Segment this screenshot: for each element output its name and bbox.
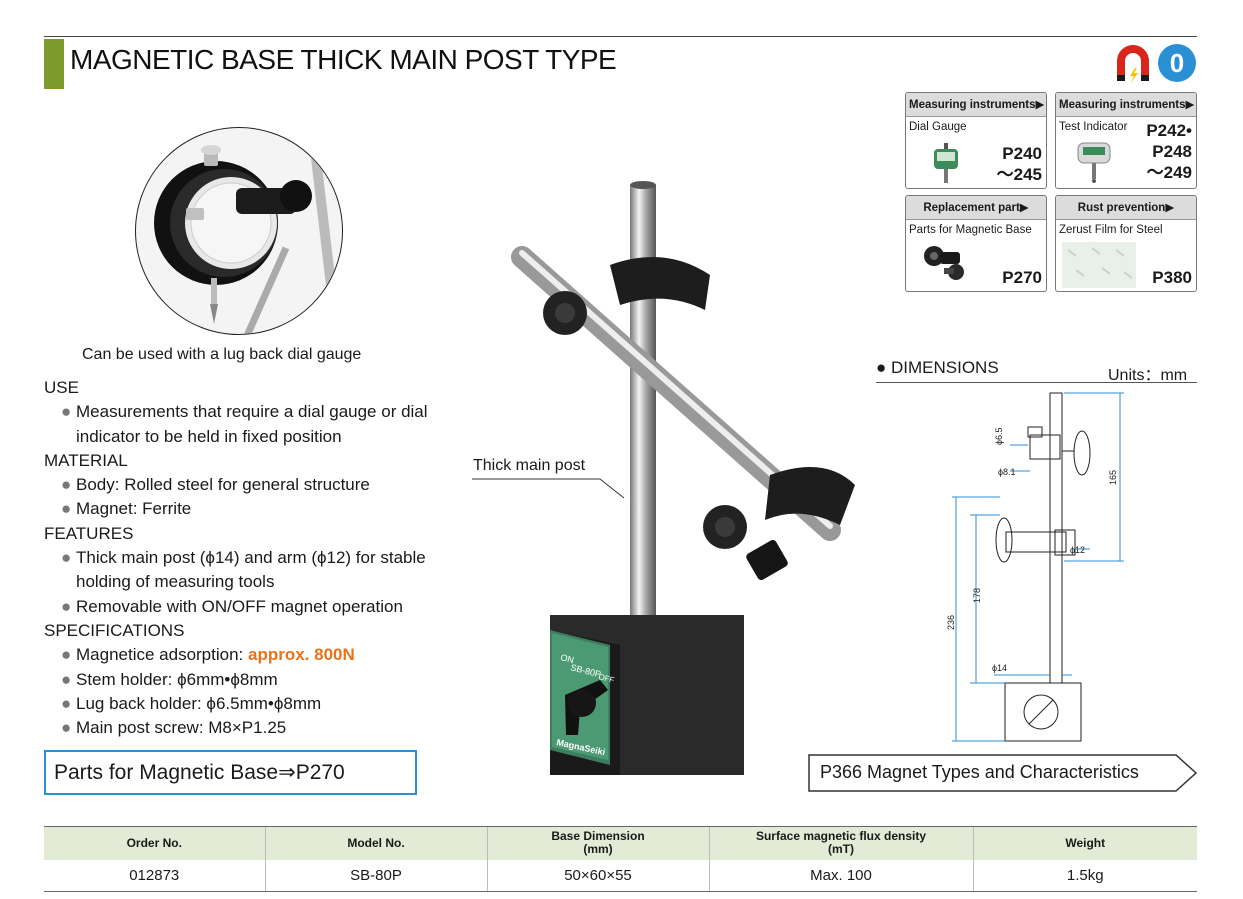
- parts-link-button[interactable]: Parts for Magnetic Base⇒P270: [44, 750, 417, 795]
- svg-text:ON: ON: [560, 652, 576, 665]
- svg-text:ϕ6.5: ϕ6.5: [994, 427, 1004, 445]
- ref-sub: Test Indicator: [1059, 121, 1128, 133]
- photo-caption: Can be used with a lug back dial gauge: [82, 346, 362, 363]
- lug-back-detail-photo: [135, 127, 343, 335]
- lug-holder-icon: [924, 246, 964, 280]
- svg-text:178: 178: [972, 588, 982, 603]
- list-item: ●Lug back holder: ϕ6.5mm•ϕ8mm: [61, 693, 322, 713]
- magnet-types-link-button[interactable]: [808, 754, 1198, 792]
- ref-head: Measuring instruments▶: [1056, 93, 1196, 117]
- cell-weight: 1.5kg: [972, 859, 1197, 892]
- ref-head: Measuring instruments▶: [906, 93, 1046, 117]
- spec-list: USE ●Measurements that require a dial ga…: [44, 376, 464, 740]
- magnet-icon: [1117, 45, 1149, 83]
- col-order-no: Order No.: [44, 826, 265, 860]
- heading-features: FEATURES: [44, 523, 134, 543]
- product-illustration: ON SB-80P OFF MagnaSeiki: [511, 181, 855, 775]
- col-weight: Weight: [972, 826, 1197, 860]
- svg-text:ϕ14: ϕ14: [992, 663, 1007, 673]
- ref-replacement-part[interactable]: Replacement part▶ Parts for Magnetic Bas…: [905, 195, 1047, 292]
- spec-table: Order No. Model No. Base Dimension(mm) S…: [44, 826, 1197, 892]
- svg-text:ϕ8.1: ϕ8.1: [998, 467, 1016, 477]
- svg-text:236: 236: [946, 615, 956, 630]
- ref-sub: Dial Gauge: [909, 121, 967, 133]
- svg-text:ϕ12: ϕ12: [1070, 545, 1085, 555]
- ref-rust-prevention[interactable]: Rust prevention▶ Zerust Film for Steel P…: [1055, 195, 1197, 292]
- page-title: MAGNETIC BASE THICK MAIN POST TYPE: [70, 44, 617, 75]
- dimensions-units: Units：mm: [1108, 367, 1188, 384]
- heading-specifications: SPECIFICATIONS: [44, 620, 185, 640]
- ref-head: Replacement part▶: [906, 196, 1046, 220]
- dimensions-drawing: ϕ6.5 ϕ8.1 165 ϕ12 178 236 ϕ14: [946, 392, 1124, 742]
- dial-gauge-icon: [934, 143, 958, 183]
- table-header-row: Order No. Model No. Base Dimension(mm) S…: [44, 826, 1197, 860]
- ref-page: P240～245: [996, 144, 1042, 184]
- cell-model-no: SB-80P: [264, 859, 487, 892]
- svg-text:0: 0: [1170, 48, 1184, 78]
- ref-sub: Parts for Magnetic Base: [909, 224, 1032, 236]
- col-base-dimension: Base Dimension(mm): [486, 826, 709, 860]
- post-label: Thick main post: [473, 457, 586, 474]
- list-item: ●Measurements that require a dial gauge …: [61, 402, 428, 446]
- zerust-film-icon: [1062, 242, 1136, 288]
- dimensions-rule: [876, 382, 1197, 383]
- list-item: ●Magnetice adsorption: approx. 800N: [61, 645, 355, 665]
- ref-page: P270: [1002, 268, 1042, 287]
- title-accent-bar: [44, 39, 64, 89]
- cell-order-no: 012873: [44, 859, 265, 892]
- header-icons: 0: [1117, 44, 1196, 83]
- list-item: ●Removable with ON/OFF magnet operation: [61, 596, 403, 616]
- list-item: ●Main post screw: M8×P1.25: [61, 718, 287, 738]
- table-row: 012873 SB-80P 50×60×55 Max. 100 1.5kg: [44, 859, 1197, 892]
- list-item: ●Magnet: Ferrite: [61, 499, 192, 519]
- zero-badge-icon: 0: [1158, 44, 1196, 82]
- svg-text:165: 165: [1108, 470, 1118, 485]
- ref-head: Rust prevention▶: [1056, 196, 1196, 220]
- ref-sub: Zerust Film for Steel: [1059, 224, 1163, 236]
- list-item: ●Stem holder: ϕ6mm•ϕ8mm: [61, 669, 278, 689]
- test-indicator-icon: [1077, 142, 1111, 183]
- magnet-types-link-label[interactable]: P366 Magnet Types and Characteristics: [820, 762, 1139, 782]
- ref-dial-gauge[interactable]: Measuring instruments▶ Dial Gauge P240～2…: [905, 92, 1047, 189]
- post-label-leader: [472, 478, 625, 499]
- col-flux-density: Surface magnetic flux density(mT): [708, 826, 973, 860]
- heading-material: MATERIAL: [44, 450, 128, 470]
- col-model-no: Model No.: [264, 826, 487, 860]
- list-item: ●Thick main post (ϕ14) and arm (ϕ12) for…: [61, 548, 426, 592]
- ref-page: P380: [1152, 268, 1192, 287]
- svg-text:OFF: OFF: [598, 672, 616, 685]
- cell-flux-density: Max. 100: [708, 859, 973, 892]
- dimensions-heading: ● DIMENSIONS: [876, 358, 999, 377]
- title-bar: MAGNETIC BASE THICK MAIN POST TYPE 0: [44, 36, 1197, 89]
- cell-base-dimension: 50×60×55: [486, 859, 709, 892]
- list-item: ●Body: Rolled steel for general structur…: [61, 475, 370, 495]
- ref-page: P242•P248～249: [1146, 121, 1192, 182]
- heading-use: USE: [44, 378, 79, 397]
- ref-test-indicator[interactable]: Measuring instruments▶ Test Indicator P2…: [1055, 92, 1197, 189]
- main-post: [630, 185, 656, 635]
- adsorption-value: approx. 800N: [248, 645, 355, 665]
